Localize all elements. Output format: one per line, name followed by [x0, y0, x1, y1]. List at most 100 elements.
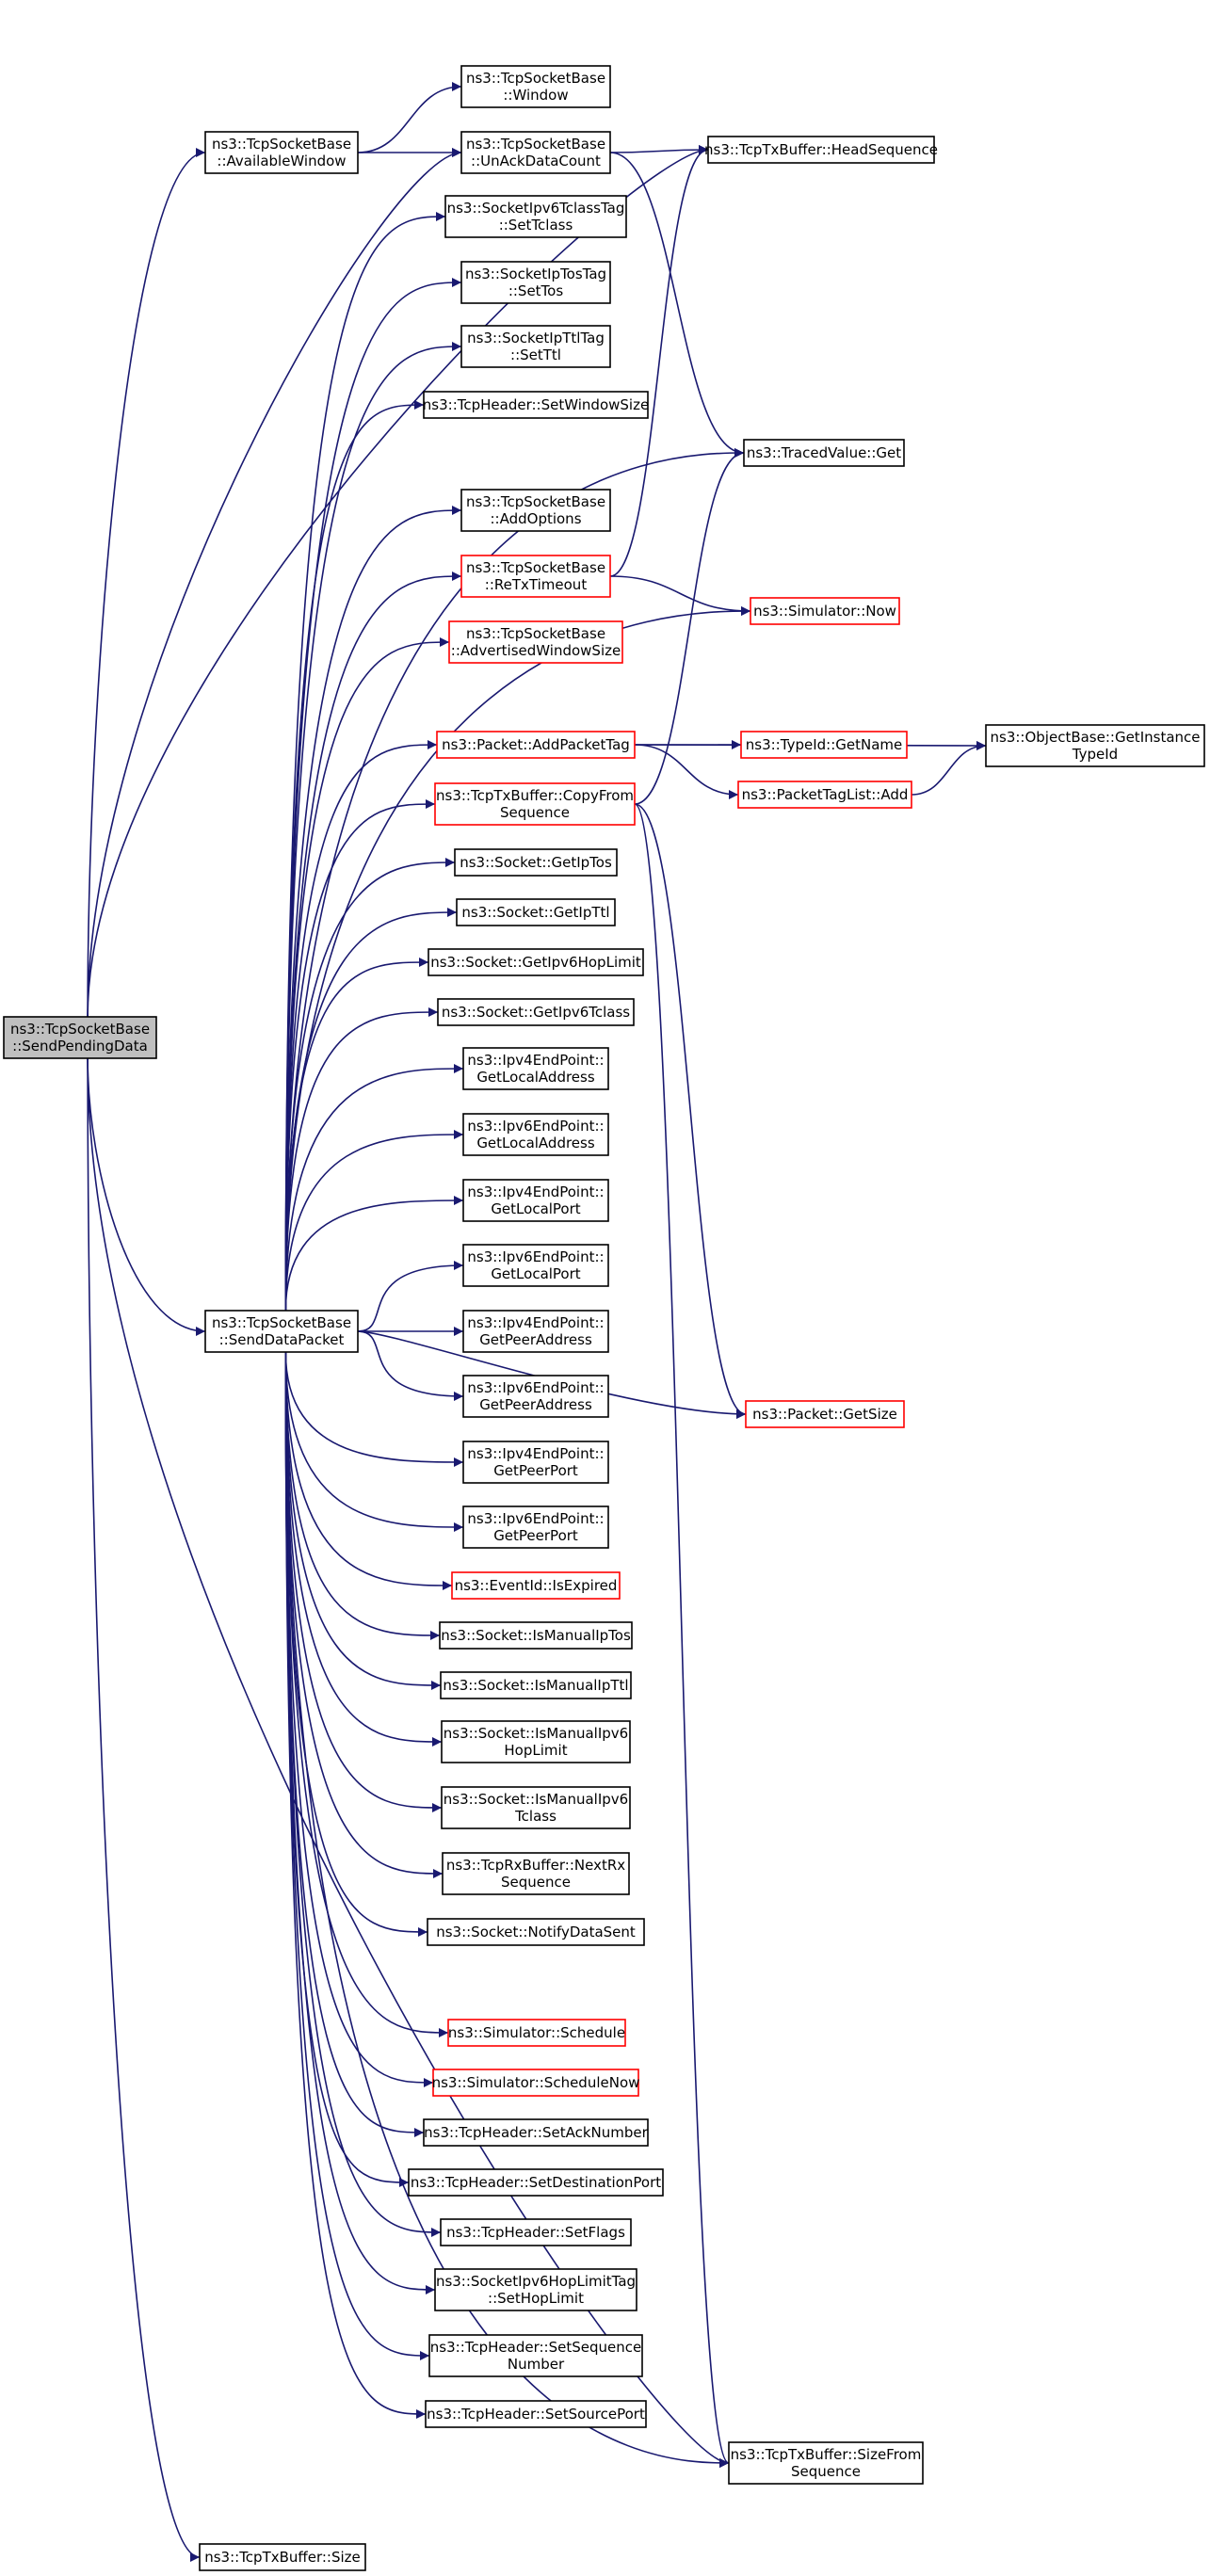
node-ns3-ipv6endpoint-getpeerport[interactable]: ns3::Ipv6EndPoint::GetPeerPort — [462, 1505, 609, 1549]
edge-root-to-headseq — [87, 145, 709, 1018]
node-label: ns3::SocketIpTtlTag — [467, 330, 605, 346]
node-ns3-socketipv6tclasstag-settclass[interactable]: ns3::SocketIpv6TclassTag::SetTclass — [444, 195, 627, 238]
edge-senddata-to-v4lp — [284, 1196, 464, 1312]
node-box — [737, 781, 912, 809]
node-label: ::SetHopLimit — [488, 2290, 584, 2307]
edge-senddata-to-setflags — [284, 1351, 442, 2237]
node-box — [740, 731, 908, 759]
node-box — [447, 2019, 626, 2047]
edge-senddata-to-sched — [284, 1351, 449, 2037]
node-label: ns3::Socket::IsManualIpv6 — [444, 1791, 628, 1808]
node-ns3-socket-getipttl[interactable]: ns3::Socket::GetIpTtl — [456, 898, 616, 926]
node-box — [442, 1852, 630, 1895]
node-box — [425, 2400, 647, 2428]
node-label: ::SetTtl — [510, 346, 561, 363]
node-ns3-tcpsocketbase-unackdatacount[interactable]: ns3::TcpSocketBase::UnAckDataCount — [460, 131, 611, 174]
edge-senddata-to-mantc — [284, 1351, 443, 1812]
node-ns3-socket-notifydatasent[interactable]: ns3::Socket::NotifyDataSent — [427, 1918, 645, 1946]
node-ns3-tcpsocketbase-senddatapacket[interactable]: ns3::TcpSocketBase::SendDataPacket — [204, 1310, 359, 1353]
node-ns3-socket-getipv6tclass[interactable]: ns3::Socket::GetIpv6Tclass — [437, 998, 635, 1026]
node-label: ns3::SocketIpTosTag — [465, 266, 606, 282]
edge-retx-to-headseq — [609, 145, 709, 577]
edge-senddata-to-v6lp — [357, 1261, 464, 1332]
node-label: Sequence — [501, 1874, 571, 1891]
node-label: ::AddOptions — [490, 510, 581, 527]
node-ns3-socket-getipv6hoplimit[interactable]: ns3::Socket::GetIpv6HopLimit — [428, 948, 644, 976]
node-box — [428, 948, 644, 976]
node-ns3-packet-addpackettag[interactable]: ns3::Packet::AddPacketTag — [436, 731, 636, 759]
node-ns3-simulator-now[interactable]: ns3::Simulator::Now — [750, 597, 900, 625]
node-ns3-tcptxbuffer-headsequence[interactable]: ns3::TcpTxBuffer::HeadSequence — [704, 136, 938, 164]
node-ns3-tcpheader-setwindowsize[interactable]: ns3::TcpHeader::SetWindowSize — [423, 391, 649, 419]
node-ns3-eventid-isexpired[interactable]: ns3::EventId::IsExpired — [451, 1571, 621, 1600]
node-box — [460, 131, 611, 174]
node-ns3-tcpsocketbase-sendpendingdata[interactable]: ns3::TcpSocketBase::SendPendingData — [3, 1016, 157, 1059]
node-box — [441, 1786, 631, 1829]
node-box — [432, 2069, 639, 2097]
node-ns3-simulator-schedulenow[interactable]: ns3::Simulator::ScheduleNow — [432, 2069, 640, 2097]
node-ns3-ipv4endpoint-getpeeraddress[interactable]: ns3::Ipv4EndPoint::GetPeerAddress — [462, 1310, 609, 1353]
node-ns3-tcpsocketbase-advertisedwindowsize[interactable]: ns3::TcpSocketBase::AdvertisedWindowSize — [448, 620, 623, 664]
node-box — [451, 1571, 621, 1600]
node-box — [204, 1310, 359, 1353]
node-ns3-tcpheader-setsourceport[interactable]: ns3::TcpHeader::SetSourcePort — [425, 2400, 647, 2428]
node-label: Sequence — [500, 804, 570, 821]
node-ns3-simulator-schedule[interactable]: ns3::Simulator::Schedule — [447, 2019, 626, 2047]
node-ns3-tcpsocketbase-addoptions[interactable]: ns3::TcpSocketBase::AddOptions — [460, 489, 611, 532]
node-ns3-ipv6endpoint-getlocaladdress[interactable]: ns3::Ipv6EndPoint::GetLocalAddress — [462, 1113, 609, 1156]
node-ns3-tcpsocketbase-window[interactable]: ns3::TcpSocketBase::Window — [460, 65, 611, 108]
node-ns3-socket-ismanualiptos[interactable]: ns3::Socket::IsManualIpTos — [439, 1621, 633, 1650]
node-label: ns3::TcpSocketBase — [466, 136, 605, 153]
node-ns3-socketipv6hoplimittag-sethoplimit[interactable]: ns3::SocketIpv6HopLimitTag::SetHopLimit — [434, 2268, 637, 2311]
node-ns3-tcpheader-setdestinationport[interactable]: ns3::TcpHeader::SetDestinationPort — [408, 2168, 664, 2197]
node-box — [428, 2334, 643, 2377]
node-ns3-tcpsocketbase-retxtimeout[interactable]: ns3::TcpSocketBase::ReTxTimeout — [460, 555, 611, 598]
node-ns3-ipv4endpoint-getlocaladdress[interactable]: ns3::Ipv4EndPoint::GetLocalAddress — [462, 1047, 609, 1090]
node-label: ns3::Ipv4EndPoint:: — [467, 1314, 604, 1331]
node-label: ns3::TcpTxBuffer::CopyFrom — [436, 787, 634, 804]
node-label: ns3::TcpSocketBase — [212, 136, 351, 153]
node-box — [462, 1441, 609, 1484]
edge-senddata-to-v6pa — [357, 1330, 464, 1401]
node-ns3-ipv6endpoint-getpeeraddress[interactable]: ns3::Ipv6EndPoint::GetPeerAddress — [462, 1375, 609, 1418]
node-ns3-tcpsocketbase-availablewindow[interactable]: ns3::TcpSocketBase::AvailableWindow — [204, 131, 359, 174]
node-label: ::Window — [503, 87, 568, 104]
node-label: ns3::Simulator::Now — [753, 603, 896, 620]
node-label: ns3::EventId::IsExpired — [455, 1577, 618, 1594]
edge-addpkttag-to-tagadd — [634, 744, 739, 799]
node-ns3-tcpheader-setflags[interactable]: ns3::TcpHeader::SetFlags — [440, 2218, 632, 2246]
node-box — [462, 1505, 609, 1549]
node-box — [460, 489, 611, 532]
node-ns3-socketipttltag-setttl[interactable]: ns3::SocketIpTtlTag::SetTtl — [460, 325, 611, 368]
node-ns3-tcptxbuffer-size[interactable]: ns3::TcpTxBuffer::Size — [199, 2543, 366, 2571]
node-label: ::UnAckDataCount — [471, 153, 601, 169]
node-label: GetPeerPort — [493, 1462, 578, 1479]
node-box — [434, 782, 636, 826]
node-label: ns3::SocketIpv6TclassTag — [447, 200, 625, 217]
edge-senddata-to-manhop — [284, 1351, 443, 1747]
node-ns3-ipv4endpoint-getlocalport[interactable]: ns3::Ipv4EndPoint::GetLocalPort — [462, 1179, 609, 1222]
node-ns3-tcpheader-setacknumber[interactable]: ns3::TcpHeader::SetAckNumber — [423, 2118, 649, 2147]
node-ns3-typeid-getname[interactable]: ns3::TypeId::GetName — [740, 731, 908, 759]
node-label: ::SetTclass — [499, 217, 573, 233]
node-label: ns3::TcpSocketBase — [212, 1314, 351, 1331]
node-ns3-tracedvalue-get[interactable]: ns3::TracedValue::Get — [743, 439, 905, 467]
node-ns3-socket-getiptos[interactable]: ns3::Socket::GetIpTos — [454, 848, 618, 877]
edge-senddata-to-gethop — [284, 958, 429, 1312]
node-box — [204, 131, 359, 174]
node-box — [460, 261, 611, 304]
node-ns3-socketiptostag-settos[interactable]: ns3::SocketIpTosTag::SetTos — [460, 261, 611, 304]
node-label: ns3::TcpRxBuffer::NextRx — [446, 1857, 625, 1874]
node-ns3-packet-getsize[interactable]: ns3::Packet::GetSize — [745, 1400, 905, 1428]
node-ns3-ipv4endpoint-getpeerport[interactable]: ns3::Ipv4EndPoint::GetPeerPort — [462, 1441, 609, 1484]
node-ns3-ipv6endpoint-getlocalport[interactable]: ns3::Ipv6EndPoint::GetLocalPort — [462, 1244, 609, 1287]
node-ns3-socket-ismanualipttl[interactable]: ns3::Socket::IsManualIpTtl — [440, 1671, 632, 1699]
node-ns3-packettaglist-add[interactable]: ns3::PacketTagList::Add — [737, 781, 912, 809]
